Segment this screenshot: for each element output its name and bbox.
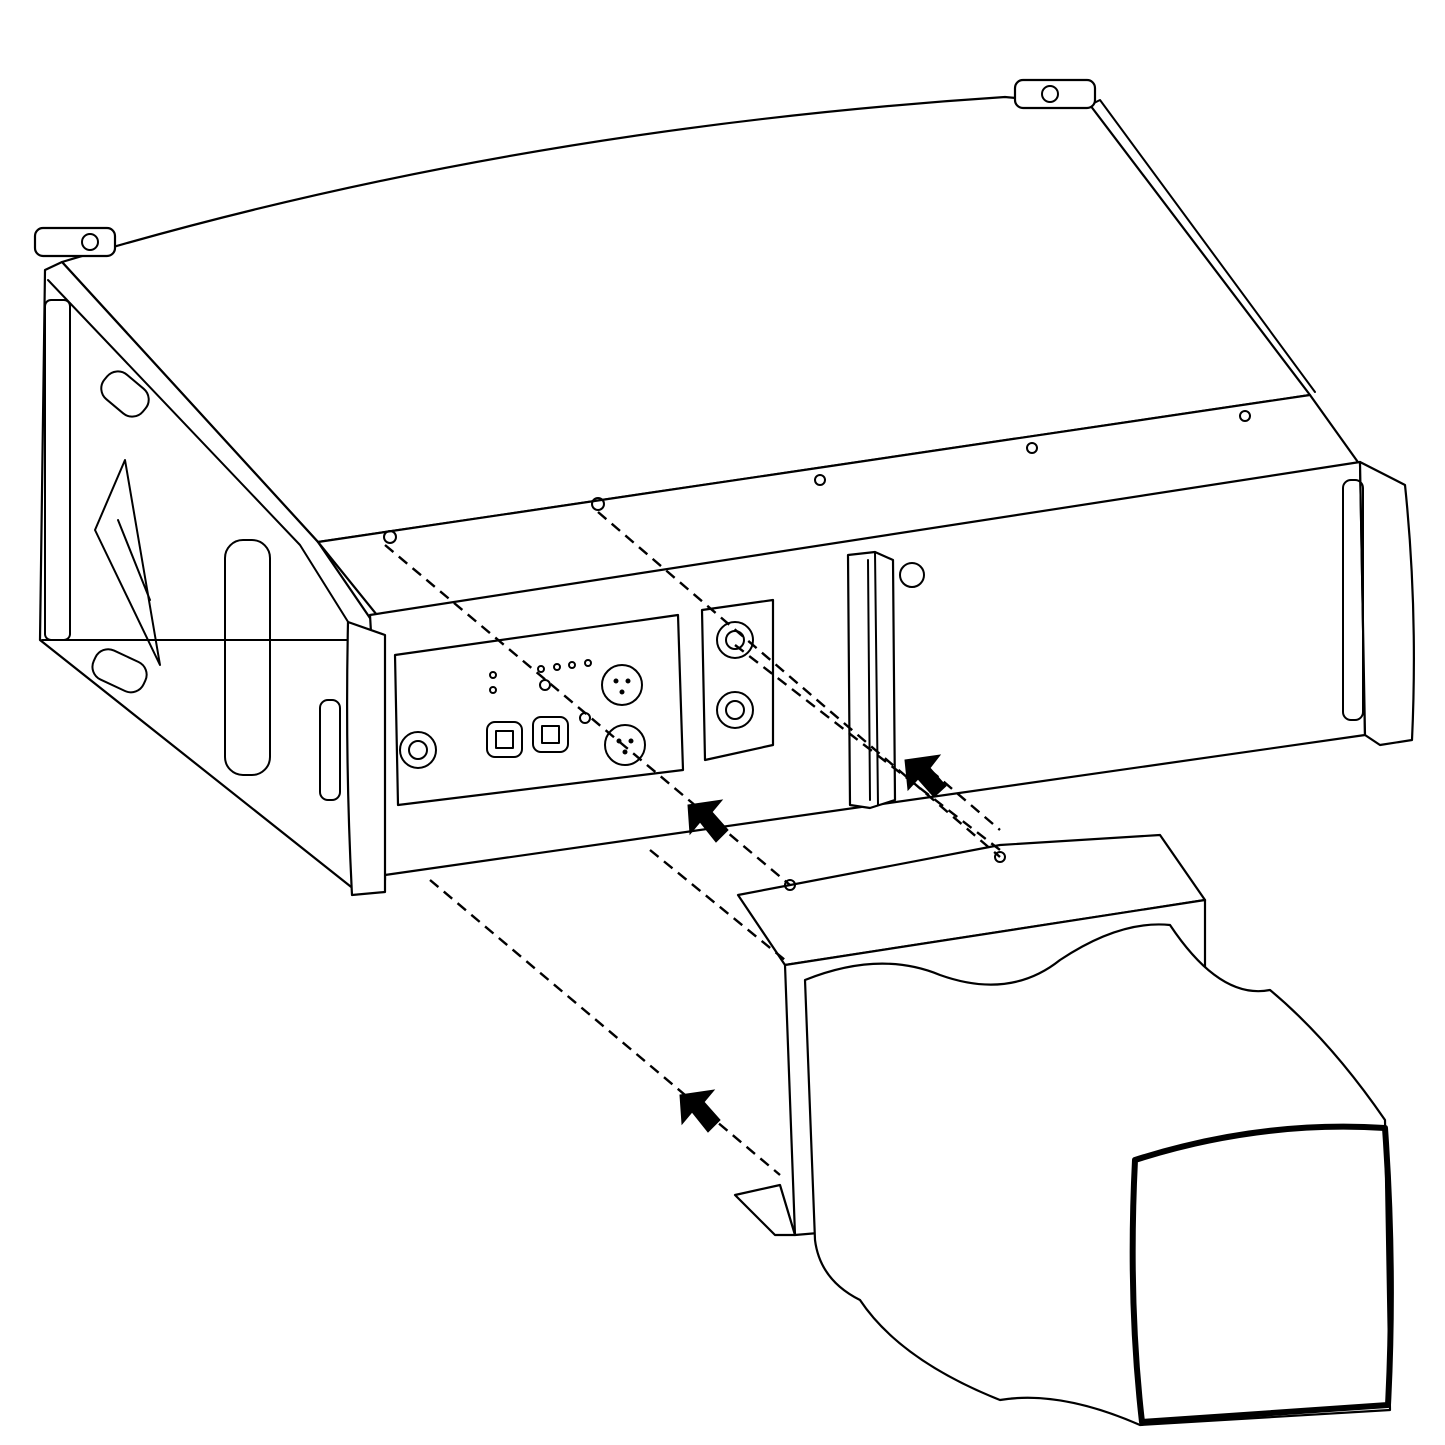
arrow-icon — [687, 799, 729, 843]
right-cap-slot — [1342, 479, 1364, 721]
speakon-connector-icon — [399, 731, 437, 769]
right-end-cap — [1358, 460, 1415, 747]
cabinet-top — [60, 95, 1312, 544]
screw-holes — [383, 410, 1251, 544]
left-end-cap — [346, 620, 387, 897]
left-slot-upper — [100, 370, 150, 418]
top-rigging-right — [1013, 78, 1097, 110]
fabric-cover — [803, 923, 1392, 1427]
cover-bottom-flange — [733, 1183, 797, 1237]
arrow-icon — [679, 1089, 721, 1133]
left-side-inner — [41, 279, 351, 641]
fabric-cover-opening — [1129, 1123, 1394, 1425]
left-cap-slot — [319, 699, 341, 801]
link-panel — [700, 598, 775, 762]
left-slot-lower — [91, 648, 148, 694]
left-handle — [224, 539, 271, 776]
xlr-connector-icon — [601, 664, 643, 706]
rigging-bar — [846, 550, 897, 810]
rigging-pin — [899, 562, 925, 588]
logo-triangle — [94, 459, 161, 666]
ethercon-connector-icon — [486, 721, 523, 758]
top-rigging-left — [33, 226, 117, 258]
arrow-icon — [904, 754, 947, 798]
ethercon-connector-icon — [532, 716, 569, 753]
input-panel — [393, 613, 685, 807]
left-rail — [44, 299, 71, 641]
speakon-connector-icon — [716, 691, 754, 729]
